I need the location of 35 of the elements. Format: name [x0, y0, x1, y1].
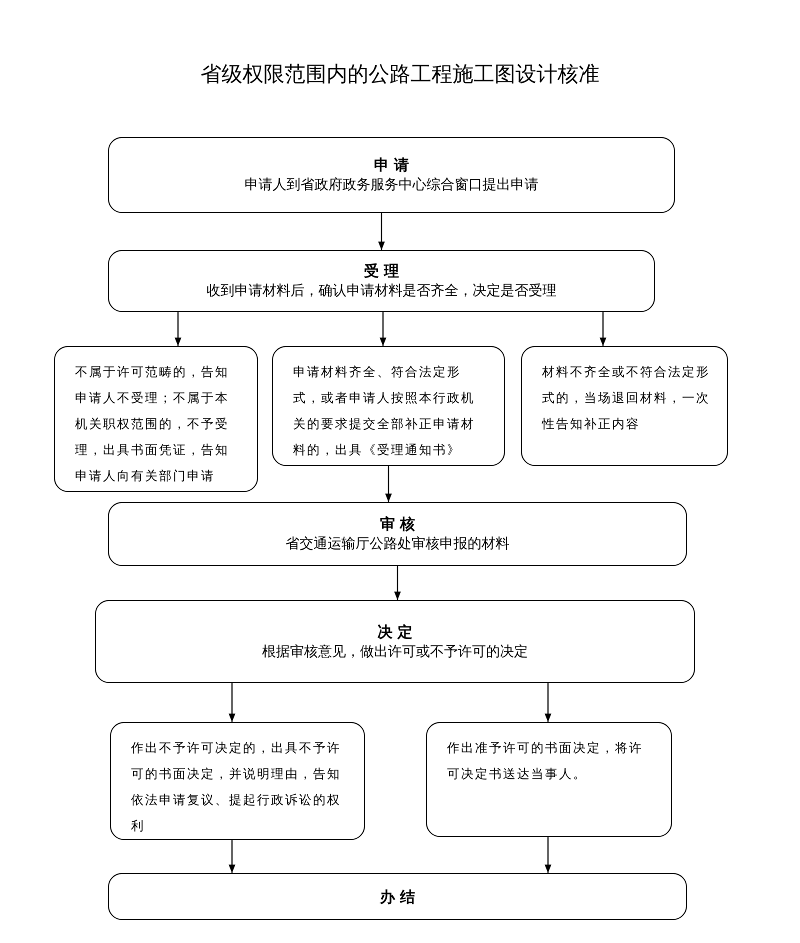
- process-box: [108, 502, 687, 566]
- arrow: [378, 213, 385, 250]
- step-description: 根据审核意见，做出许可或不予许可的决定: [262, 642, 528, 662]
- arrow: [174, 312, 182, 346]
- process-box: [108, 137, 675, 213]
- step-description: 申请材料齐全、符合法定形式，或者申请人按照本行政机关的要求提交全部补正申请材料的，出具《受理通知书》: [293, 363, 476, 459]
- process-box: [95, 600, 695, 683]
- step-heading: 受 理: [364, 261, 400, 281]
- step-description: 省交通运输厅公路处审核申报的材料: [286, 535, 510, 554]
- diagram-title: 省级权限范围内的公路工程施工图设计核准: [200, 61, 600, 88]
- arrow: [385, 466, 392, 502]
- arrow: [228, 683, 236, 722]
- step-heading: 决 定: [377, 622, 413, 642]
- arrow: [544, 837, 552, 873]
- step-heading: 办 结: [380, 886, 416, 906]
- step-description: 申请人到省政府政务服务中心综合窗口提出申请: [244, 176, 538, 195]
- arrow: [228, 840, 236, 873]
- step-description: 收到申请材料后，确认申请材料是否齐全，决定是否受理: [206, 282, 556, 301]
- process-box: [110, 722, 365, 840]
- step-description: 作出不予许可决定的，出具不予许可的书面决定，并说明理由，告知依法申请复议、提起行政诉讼的权利: [131, 739, 342, 835]
- process-box: [54, 346, 258, 492]
- arrow: [600, 312, 606, 346]
- step-description: 不属于许可范畴的，告知申请人不受理；不属于本机关职权范围的，不予受理，出具书面凭证，告知申请人向有关部门申请: [75, 363, 230, 485]
- step-description: 材料不齐全或不符合法定形式的，当场退回材料，一次性告知补正内容: [542, 363, 711, 433]
- process-box: [108, 250, 655, 312]
- step-heading: 审 核: [380, 514, 416, 534]
- process-box: [272, 346, 505, 466]
- arrow: [394, 566, 401, 600]
- step-heading: 申 请: [374, 155, 410, 175]
- process-box: [426, 722, 672, 837]
- arrow: [380, 312, 386, 346]
- process-box: [108, 873, 687, 920]
- process-box: [521, 346, 728, 466]
- step-description: 作出准予许可的书面决定，将许可决定书送达当事人。: [447, 739, 644, 783]
- arrow: [544, 683, 552, 722]
